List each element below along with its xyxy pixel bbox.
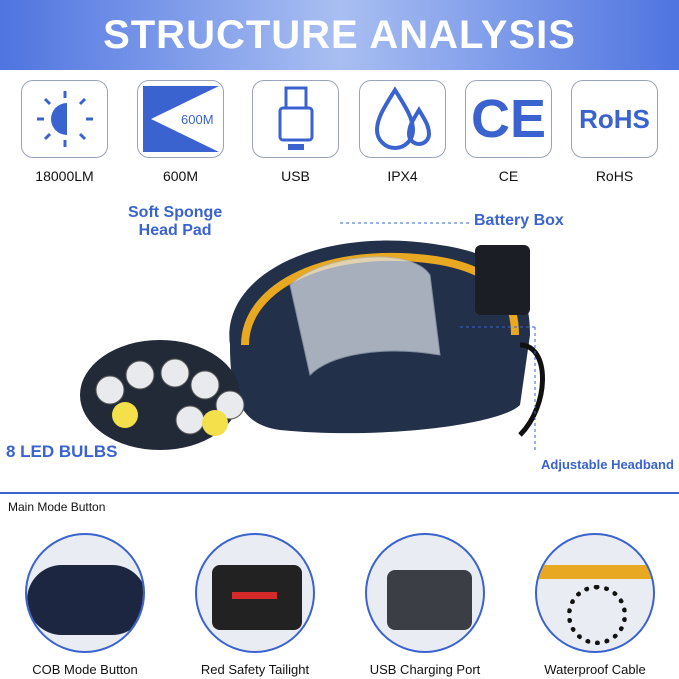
detail-usb-port <box>365 533 485 653</box>
title-banner: STRUCTURE ANALYSIS <box>0 0 679 70</box>
callout-battery: Battery Box <box>474 212 564 229</box>
detail-label: COB Mode Button <box>32 662 138 677</box>
headlamp-illustration <box>80 222 545 453</box>
section-divider <box>0 492 679 494</box>
detail-label: Red Safety Tailight <box>200 662 310 677</box>
feature-lumens: 18000LM <box>21 80 108 184</box>
detail-label: Waterproof Cable <box>544 662 646 677</box>
detail-tailight <box>195 533 315 653</box>
feature-waterproof: IPX4 <box>359 80 446 184</box>
callout-headband: Adjustable Headband <box>541 457 674 472</box>
distance-icon: 600M <box>142 86 219 152</box>
callout-main-button: Main Mode Button <box>8 500 106 514</box>
usb-icon <box>278 86 313 150</box>
sun-icon <box>36 91 93 147</box>
page-title: STRUCTURE ANALYSIS <box>103 12 576 57</box>
detail-cob-button <box>25 533 145 653</box>
feature-usb: USB <box>252 80 339 184</box>
ce-mark-icon: CE <box>470 89 546 149</box>
rohs-icon: RoHS <box>579 103 650 134</box>
callout-bulbs: 8 LED BULBS <box>6 442 118 461</box>
water-drops-icon <box>374 86 431 150</box>
detail-label: USB Charging Port <box>369 662 481 677</box>
detail-cable <box>535 533 655 653</box>
svg-text:600M: 600M <box>181 112 214 127</box>
